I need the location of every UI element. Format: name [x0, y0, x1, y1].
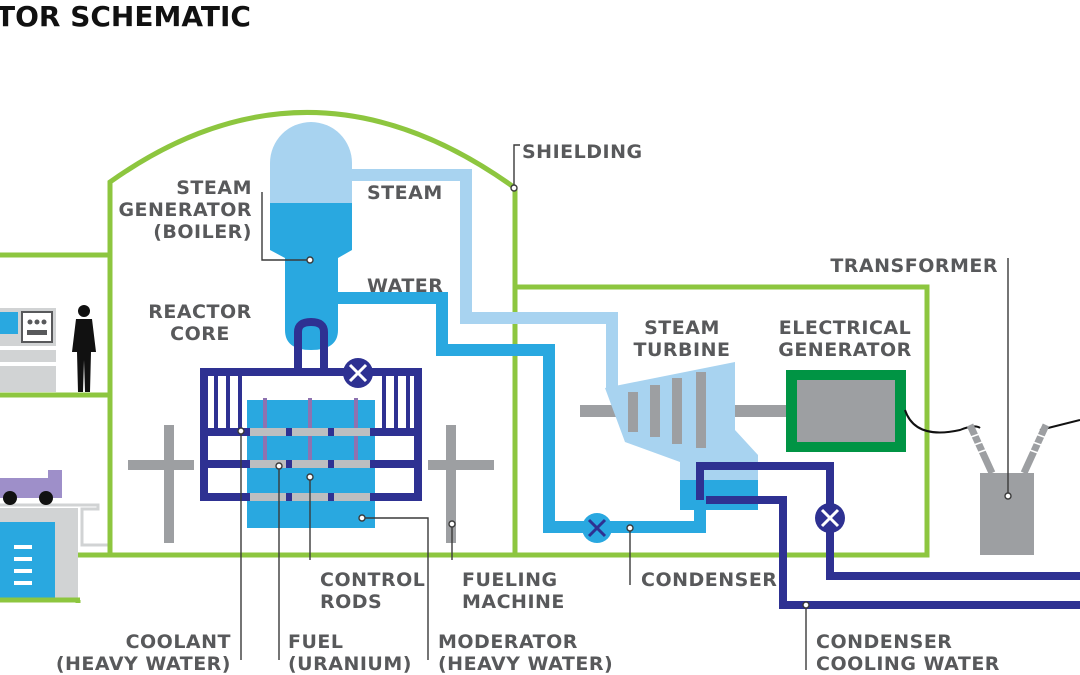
label-condenser-cooling-water-1: CONDENSER: [816, 631, 952, 653]
label-water: WATER: [367, 275, 443, 297]
label-reactor-core-1: REACTOR: [148, 301, 252, 323]
label-steam-turbine-2: TURBINE: [634, 339, 731, 361]
fueling-machine-right: [428, 425, 494, 543]
operator-person-icon: [72, 305, 96, 392]
fueling-machine-left: [128, 425, 194, 543]
steam-turbine: [605, 362, 758, 510]
control-room-building: [0, 252, 110, 398]
truck-icon: [0, 470, 62, 505]
label-steam-generator-1: STEAM: [176, 177, 252, 199]
loading-building: [0, 470, 112, 603]
label-steam: STEAM: [367, 182, 443, 204]
cooling-water-pump-icon: [815, 503, 845, 533]
label-coolant-1: COOLANT: [126, 631, 231, 653]
label-coolant-2: (HEAVY WATER): [56, 653, 231, 675]
steam-line: [340, 169, 618, 388]
steam-generator: [270, 122, 352, 350]
electrical-generator: [786, 370, 906, 452]
label-condenser: CONDENSER: [641, 569, 777, 591]
label-electrical-generator-1: ELECTRICAL: [779, 317, 911, 339]
label-electrical-generator-2: GENERATOR: [778, 339, 912, 361]
transformer: [904, 409, 1080, 555]
label-steam-generator-3: (BOILER): [153, 221, 252, 243]
leader-lines: [237, 144, 1012, 670]
coolant-tubes: [214, 372, 410, 432]
diagram-title: TOR SCHEMATIC: [0, 0, 251, 33]
label-shielding: SHIELDING: [522, 141, 643, 163]
primary-pump-icon: [343, 358, 373, 388]
label-reactor-core-2: CORE: [170, 323, 230, 345]
shielding-containment: [107, 110, 518, 558]
label-fuel-1: FUEL: [288, 631, 344, 653]
label-steam-turbine-1: STEAM: [644, 317, 720, 339]
label-condenser-cooling-water-2: COOLING WATER: [816, 653, 1000, 675]
label-fueling-machine-1: FUELING: [462, 569, 558, 591]
label-fuel-2: (URANIUM): [288, 653, 412, 675]
feedwater-pump-icon: [582, 513, 612, 543]
turbine-hall: [512, 284, 930, 558]
condenser-cooling-water: [696, 462, 1080, 609]
label-fueling-machine-2: MACHINE: [462, 591, 565, 613]
label-moderator-1: MODERATOR: [438, 631, 578, 653]
feedwater-line: [335, 292, 706, 533]
label-control-rods-1: CONTROL: [320, 569, 425, 591]
label-control-rods-2: RODS: [320, 591, 382, 613]
label-moderator-2: (HEAVY WATER): [438, 653, 613, 675]
label-steam-generator-2: GENERATOR: [118, 199, 252, 221]
label-transformer: TRANSFORMER: [830, 255, 998, 277]
